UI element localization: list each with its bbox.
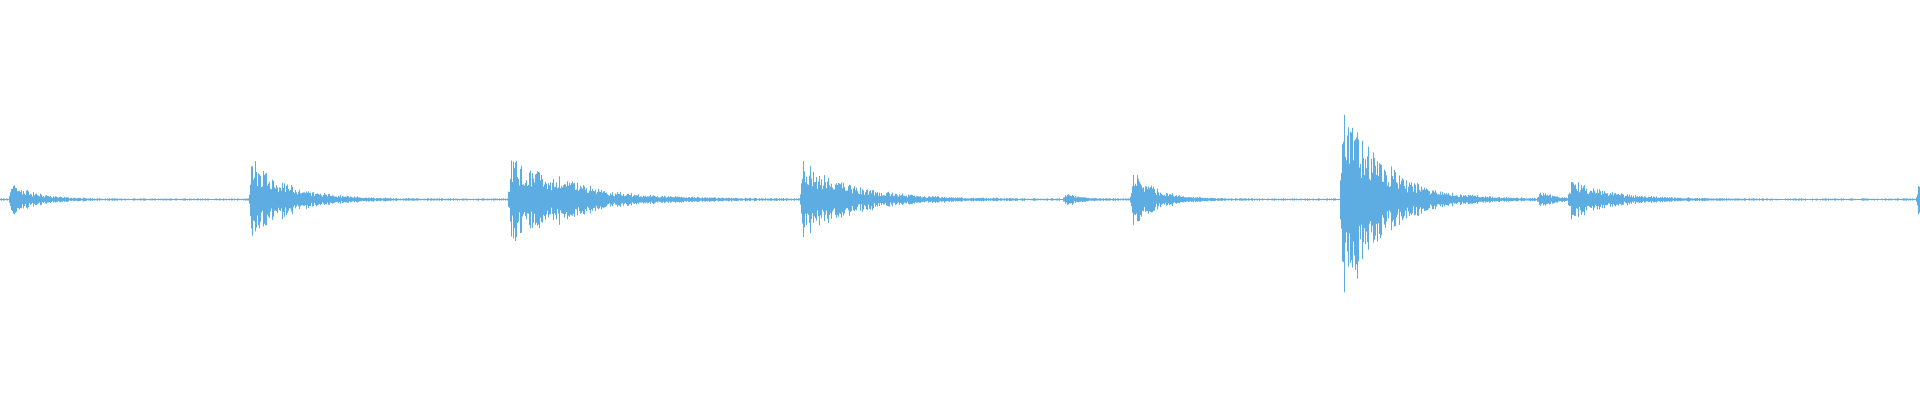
waveform-samples [0, 114, 1920, 293]
waveform-path [0, 114, 1920, 293]
